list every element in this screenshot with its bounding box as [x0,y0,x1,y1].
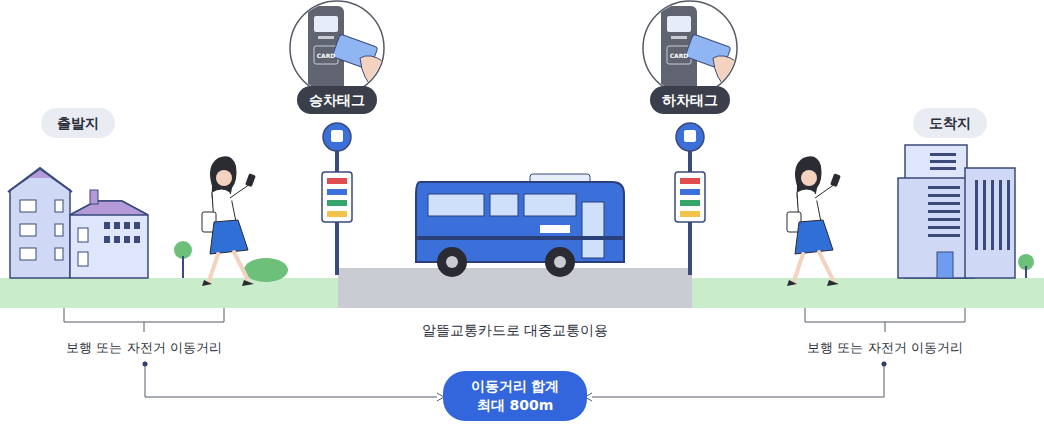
distance-label: 보행 또는 자전거 이동거리 [66,340,221,356]
distance-label: 보행 또는 자전거 이동거리 [807,340,962,356]
place-pill: 출발지 [41,108,115,139]
node-text: 이동거리 합계 최대 800m [465,377,566,415]
node-text: 하차태그 [662,91,718,110]
node-text: 출발지 [57,114,99,133]
node-text: 도착지 [929,114,971,133]
tag-pill: 하차태그 [650,86,730,115]
node-text: 승차태그 [309,91,365,110]
total-pill: 이동거리 합계 최대 800m [443,371,588,421]
card-reader-text: CARD [317,52,336,59]
card-reader-text: CARD [670,52,689,59]
tag-pill: 승차태그 [297,86,377,115]
place-pill: 도착지 [913,108,987,139]
road-label: 알뜰교통카드로 대중교통이용 [422,322,608,339]
